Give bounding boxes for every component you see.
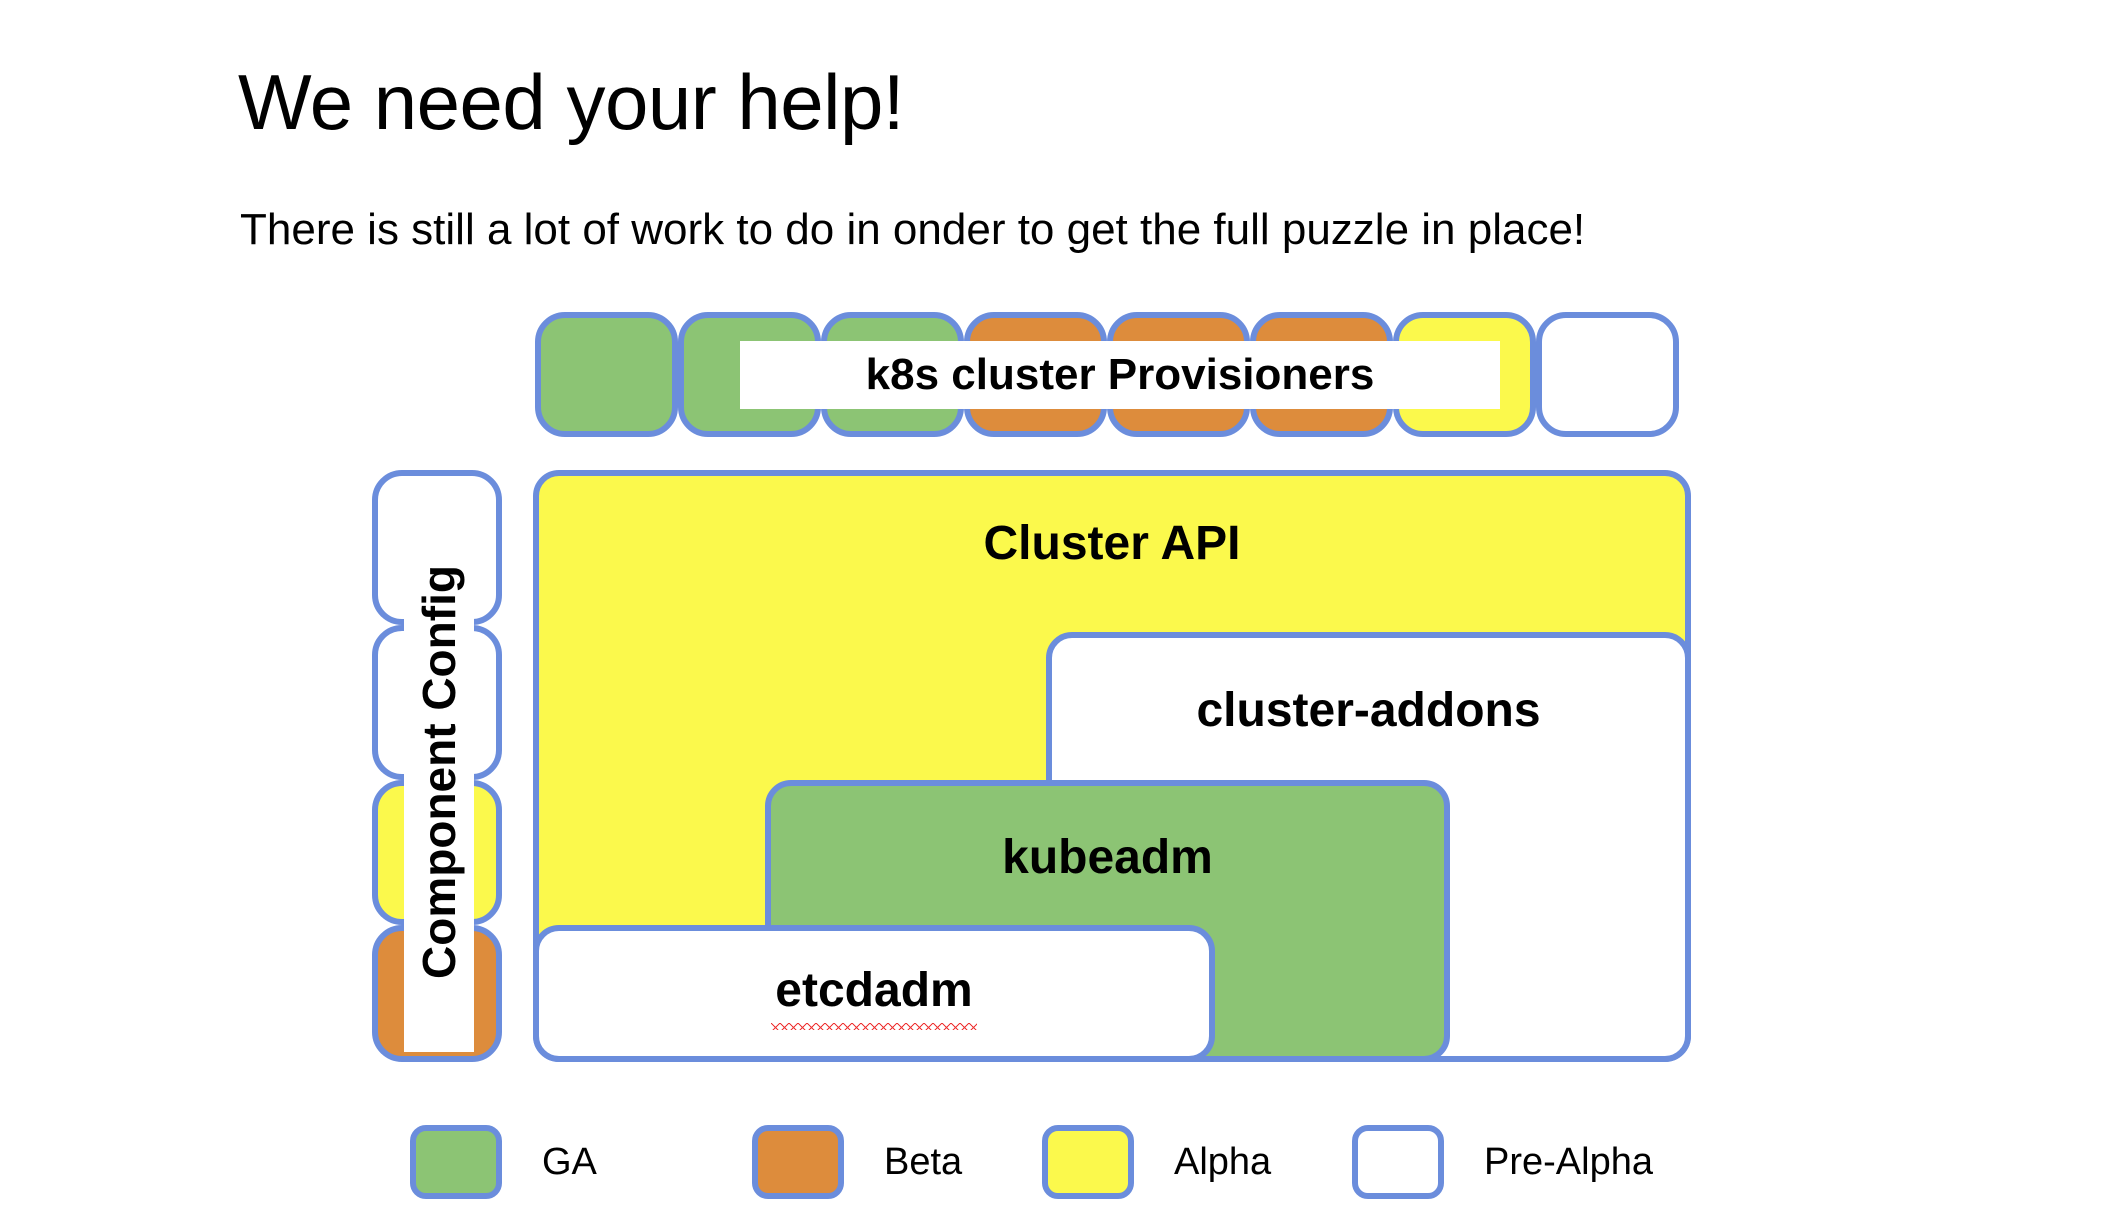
legend-swatch-beta-icon <box>752 1125 844 1199</box>
page-subtitle: There is still a lot of work to do in on… <box>240 205 1586 254</box>
legend-label-prealpha: Pre-Alpha <box>1484 1140 1653 1183</box>
component-config-label-plate: Component Config <box>404 492 474 1052</box>
provisioner-box-8[interactable] <box>1536 312 1679 437</box>
etcdadm-label: etcdadm <box>771 964 978 1030</box>
provisioner-row-label: k8s cluster Provisioners <box>740 341 1500 409</box>
component-config-label: Component Config <box>413 565 466 979</box>
legend-item-ga[interactable]: GA <box>410 1122 597 1202</box>
etcdadm-label-wrap: etcdadm <box>539 963 1209 1030</box>
legend-item-beta[interactable]: Beta <box>752 1122 962 1202</box>
legend-swatch-alpha-icon <box>1042 1125 1134 1199</box>
legend-item-alpha[interactable]: Alpha <box>1042 1122 1271 1202</box>
legend-swatch-prealpha-icon <box>1352 1125 1444 1199</box>
kubeadm-label: kubeadm <box>1002 831 1213 884</box>
page-title: We need your help! <box>238 58 905 147</box>
status-legend: GA Beta Alpha Pre-Alpha <box>0 1122 2126 1214</box>
provisioner-box-1[interactable] <box>535 312 678 437</box>
etcdadm-box[interactable]: etcdadm <box>533 925 1215 1062</box>
legend-swatch-ga-icon <box>410 1125 502 1199</box>
cluster-api-label: Cluster API <box>983 517 1241 570</box>
legend-item-prealpha[interactable]: Pre-Alpha <box>1352 1122 1653 1202</box>
legend-label-ga: GA <box>542 1140 597 1183</box>
legend-label-alpha: Alpha <box>1174 1140 1272 1183</box>
cluster-addons-label: cluster-addons <box>1196 684 1541 737</box>
legend-label-beta: Beta <box>884 1140 963 1183</box>
